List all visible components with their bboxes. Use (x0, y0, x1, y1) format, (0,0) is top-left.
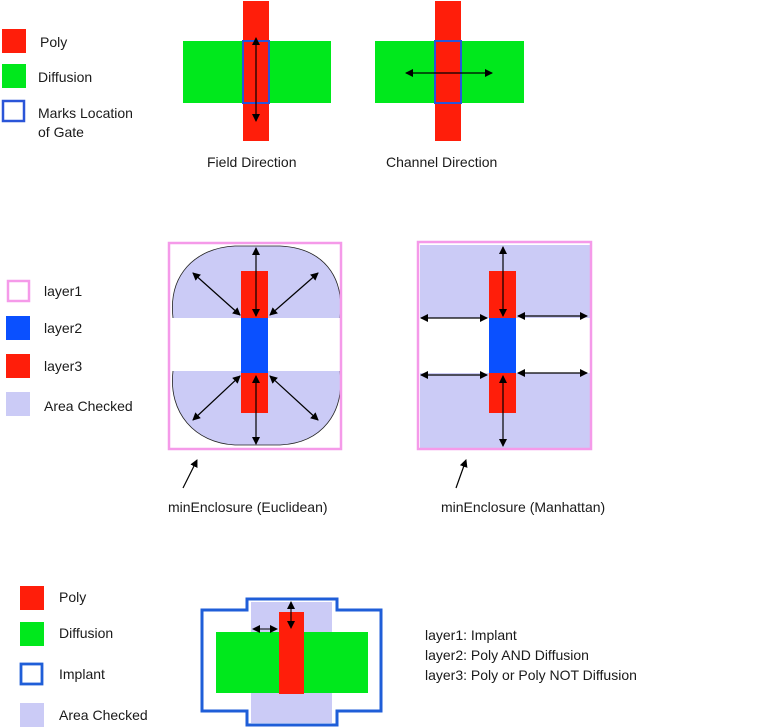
layer-note-2: layer2: Poly AND Diffusion (425, 647, 589, 663)
implant-figure (200, 597, 383, 727)
pointer-arrow (182, 459, 198, 489)
euclidean-boundary (172, 370, 342, 446)
legend-poly-swatch (2, 29, 26, 53)
layer-note-3: layer3: Poly or Poly NOT Diffusion (425, 667, 637, 683)
legend-gate-label-1: Marks Location (38, 105, 133, 121)
euclidean-figure: minEnclosure (Euclidean) (167, 241, 343, 515)
poly-rect (435, 1, 461, 141)
legend-gate-swatch (1, 99, 26, 123)
euclidean-boundary (172, 245, 342, 319)
enclosure-arrow (269, 375, 319, 421)
layer3-top (241, 271, 268, 318)
bottom-legend: Poly Diffusion Implant Area Checked (19, 586, 148, 727)
field-direction-caption: Field Direction (207, 154, 296, 170)
legend-poly-swatch (20, 586, 44, 610)
legend-poly-label: Poly (40, 34, 67, 50)
legend-area-swatch (20, 703, 44, 727)
enclosure-arrow (192, 375, 241, 421)
legend-implant-label: Implant (59, 666, 105, 682)
layer2-rect (241, 318, 268, 373)
legend-layer2-swatch (6, 316, 30, 340)
channel-direction-caption: Channel Direction (386, 154, 497, 170)
implant-outline (200, 597, 383, 727)
layer-notes: layer1: Implant layer2: Poly AND Diffusi… (425, 627, 637, 683)
legend-area-label: Area Checked (44, 398, 133, 414)
legend-area-swatch (6, 392, 30, 416)
manhattan-figure: minEnclosure (Manhattan) (416, 240, 605, 515)
legend-gate-label-2: of Gate (38, 124, 84, 140)
channel-direction-figure: Channel Direction (375, 1, 524, 170)
legend-layer3-label: layer3 (44, 358, 82, 374)
layer2-rect (489, 318, 516, 373)
top-legend: Poly Diffusion Marks Location of Gate (1, 29, 133, 140)
layer3-bottom (241, 373, 268, 413)
middle-legend: layer1 layer2 layer3 Area Checked (6, 279, 133, 416)
euclidean-caption: minEnclosure (Euclidean) (168, 499, 328, 515)
layer-note-1: layer1: Implant (425, 627, 517, 643)
legend-diffusion-label: Diffusion (38, 69, 92, 85)
pointer-arrow (455, 459, 468, 489)
legend-diffusion-label: Diffusion (59, 625, 113, 641)
manhattan-caption: minEnclosure (Manhattan) (441, 499, 605, 515)
legend-poly-label: Poly (59, 589, 86, 605)
layer1-outline (416, 240, 593, 451)
legend-layer3-swatch (6, 354, 30, 378)
legend-implant-swatch (19, 662, 44, 686)
legend-layer1-label: layer1 (44, 283, 82, 299)
enclosure-arrow (192, 272, 241, 316)
area-checked-bottom (251, 693, 332, 723)
field-direction-figure: Field Direction (183, 1, 331, 170)
layer1-outline (167, 241, 343, 451)
legend-diffusion-swatch (2, 64, 26, 88)
legend-layer1-swatch (6, 279, 31, 303)
legend-diffusion-swatch (20, 622, 44, 646)
legend-area-label: Area Checked (59, 707, 148, 723)
legend-layer2-label: layer2 (44, 320, 82, 336)
enclosure-arrow (269, 272, 319, 316)
